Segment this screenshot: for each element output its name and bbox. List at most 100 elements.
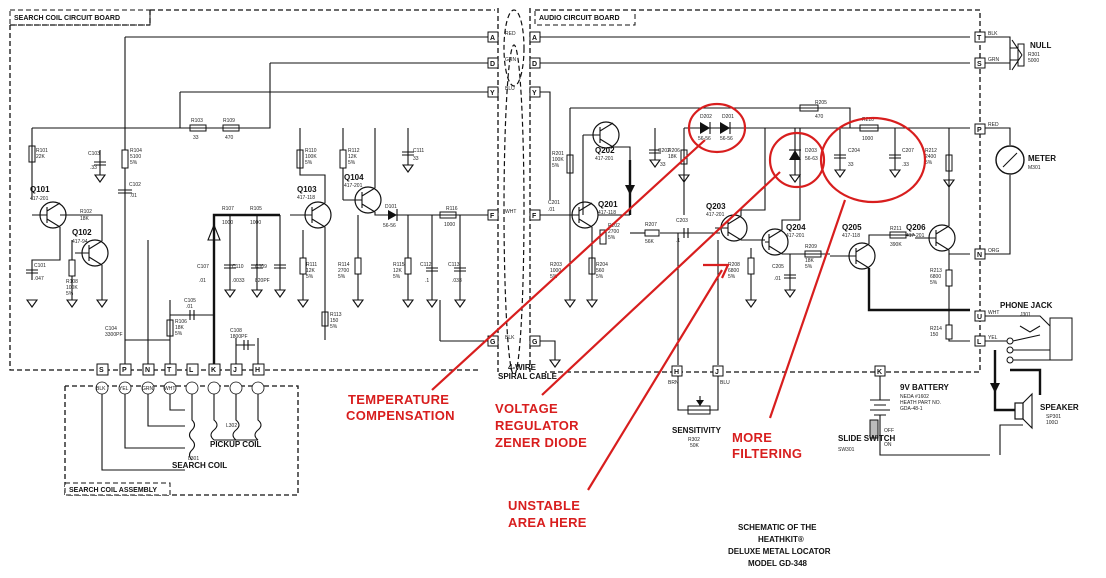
svg-text:5%: 5%: [130, 160, 138, 166]
svg-text:ON: ON: [884, 442, 892, 448]
q202-ref: Q202: [595, 146, 615, 155]
svg-text:5%: 5%: [338, 274, 346, 280]
annotation-zener-line2: REGULATOR: [495, 418, 579, 433]
svg-text:YEL: YEL: [119, 386, 129, 392]
slide-switch-label: SLIDE SWITCH: [838, 434, 896, 443]
q103-ref: Q103: [297, 185, 317, 194]
phone-jack-label: PHONE JACK: [1000, 301, 1053, 310]
q201-ref: Q201: [598, 200, 618, 209]
svg-text:R211: R211: [890, 226, 902, 232]
null-label: NULL: [1030, 41, 1051, 50]
svg-text:C110: C110: [232, 264, 244, 270]
svg-text:5%: 5%: [805, 264, 813, 270]
svg-text:R205: R205: [815, 100, 827, 106]
svg-text:1000: 1000: [444, 222, 455, 228]
svg-text:D201: D201: [722, 114, 734, 120]
svg-text:S: S: [977, 61, 982, 68]
cable-label-line2: SPIRAL CABLE: [498, 372, 558, 381]
svg-text:C112: C112: [420, 262, 432, 268]
search-coil-assembly-label: SEARCH COIL ASSEMBLY: [69, 487, 157, 494]
svg-text:F: F: [532, 213, 537, 220]
svg-text:R116: R116: [446, 206, 458, 212]
svg-text:18K: 18K: [805, 258, 815, 264]
search-coil-assembly-outline: [64, 385, 299, 496]
svg-text:56-56: 56-56: [383, 223, 396, 229]
svg-text:R201: R201: [552, 151, 564, 157]
svg-text:C107: C107: [197, 264, 209, 270]
svg-text:R212: R212: [925, 148, 937, 154]
svg-text:C108: C108: [230, 328, 242, 334]
svg-text:5000: 5000: [1028, 58, 1039, 64]
svg-text:C204: C204: [848, 148, 860, 154]
peripheral-labels: NULL R301 5000 METER M301 PHONE JACK J30…: [672, 41, 1079, 453]
svg-text:5%: 5%: [596, 274, 604, 280]
svg-text:.047: .047: [34, 276, 44, 282]
svg-text:R114: R114: [338, 262, 350, 268]
svg-text:J: J: [715, 369, 719, 376]
title-line3: DELUXE METAL LOCATOR: [728, 547, 831, 556]
svg-text:C207: C207: [902, 148, 914, 154]
q206-ref: Q206: [906, 223, 926, 232]
svg-text:K: K: [211, 367, 216, 374]
svg-text:417-118: 417-118: [598, 210, 616, 216]
svg-text:G: G: [532, 339, 538, 346]
svg-text:1000: 1000: [250, 220, 261, 226]
svg-text:C111: C111: [413, 148, 424, 154]
svg-text:R203: R203: [550, 262, 562, 268]
svg-text:C101: C101: [34, 263, 46, 269]
q205-ref: Q205: [842, 223, 862, 232]
assembly-terminals: S P N T L K J H: [96, 363, 265, 376]
svg-text:GRN: GRN: [988, 57, 1000, 63]
svg-text:150: 150: [330, 318, 339, 324]
svg-text:820PF: 820PF: [255, 278, 270, 284]
pickup-coil-label: PICKUP COIL: [210, 440, 262, 449]
svg-text:C109: C109: [255, 264, 267, 270]
svg-text:BLU: BLU: [505, 86, 515, 92]
svg-text:K: K: [877, 369, 882, 376]
svg-text:390K: 390K: [890, 242, 902, 248]
svg-text:.1: .1: [676, 238, 680, 244]
svg-text:R214: R214: [930, 326, 942, 332]
svg-text:C205: C205: [772, 264, 784, 270]
svg-text:.01: .01: [130, 193, 137, 199]
svg-text:417-201: 417-201: [906, 233, 925, 239]
svg-text:R210: R210: [862, 117, 874, 123]
svg-text:5%: 5%: [66, 291, 74, 297]
svg-text:L: L: [189, 367, 194, 374]
annotation-unstable-line2: AREA HERE: [508, 515, 587, 530]
svg-text:56-63: 56-63: [805, 156, 818, 162]
svg-text:417-118: 417-118: [842, 233, 860, 239]
spiral-cable: [497, 8, 531, 376]
svg-text:R104: R104: [130, 148, 142, 154]
svg-text:.1: .1: [425, 278, 429, 284]
svg-text:L: L: [977, 339, 982, 346]
svg-text:GRN: GRN: [505, 57, 517, 63]
svg-text:R301: R301: [1028, 52, 1040, 58]
svg-text:5%: 5%: [925, 160, 933, 166]
svg-text:BLK: BLK: [505, 335, 515, 341]
search-coil-board-label: SEARCH COIL CIRCUIT BOARD: [14, 15, 120, 22]
svg-text:56-56: 56-56: [698, 136, 711, 142]
svg-text:C202: C202: [658, 148, 670, 154]
annotation-temp-line2: COMPENSATION: [346, 408, 455, 423]
svg-text:.033: .033: [452, 278, 462, 284]
svg-text:56K: 56K: [645, 239, 655, 245]
svg-text:R112: R112: [348, 148, 360, 154]
svg-text:S: S: [99, 367, 104, 374]
coils: [101, 394, 262, 471]
svg-text:J: J: [233, 367, 237, 374]
cable-label-line1: 4-WIRE: [508, 363, 537, 372]
svg-text:2700: 2700: [338, 268, 349, 274]
svg-text:2400: 2400: [925, 154, 936, 160]
svg-text:33: 33: [848, 162, 854, 168]
annotation-filter-line1: MORE: [732, 430, 772, 445]
svg-text:3300PF: 3300PF: [105, 332, 123, 338]
left-board-wiring: [26, 37, 470, 364]
annotation-circle-filtering: [819, 116, 927, 204]
svg-text:417-201: 417-201: [344, 183, 363, 189]
q101-ref: Q101: [30, 185, 50, 194]
svg-text:1000: 1000: [862, 136, 873, 142]
audio-board-label: AUDIO CIRCUIT BOARD: [539, 15, 620, 22]
speaker-label: SPEAKER: [1040, 403, 1079, 412]
svg-text:5%: 5%: [552, 163, 560, 169]
